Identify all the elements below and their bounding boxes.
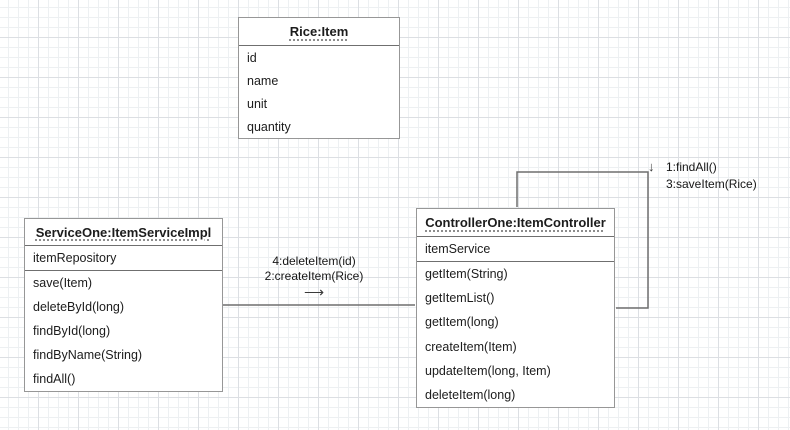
message-label-line1: 1:findAll()	[666, 160, 717, 174]
service-attributes-compartment: itemRepository	[25, 246, 222, 270]
controller-methods-compartment: getItem(String) getItemList() getItem(lo…	[417, 261, 614, 407]
method-row: updateItem(long, Item)	[425, 363, 551, 378]
attribute-row: itemRepository	[33, 251, 117, 265]
rice-attributes-compartment: id name unit quantity	[239, 46, 399, 138]
object-box-controller-one[interactable]: ControllerOne:ItemController itemService…	[416, 208, 615, 408]
message-label-service-to-controller[interactable]: 4:deleteItem(id) 2:createItem(Rice)	[252, 254, 376, 284]
method-row: findByName(String)	[33, 348, 143, 362]
method-row: save(Item)	[33, 276, 93, 290]
controller-attributes-compartment: itemService	[417, 237, 614, 261]
method-row: findById(long)	[33, 324, 111, 338]
method-row: getItemList()	[425, 291, 495, 306]
attribute-row: id	[247, 50, 257, 65]
method-row: deleteById(long)	[33, 300, 125, 314]
object-box-service-one[interactable]: ServiceOne:ItemServiceImpl itemRepositor…	[24, 218, 223, 392]
method-row: findAll()	[33, 372, 76, 386]
method-row: getItem(String)	[425, 267, 508, 282]
attribute-row: quantity	[247, 119, 291, 134]
message-label-line2: 3:saveItem(Rice)	[666, 177, 757, 191]
object-box-rice-item[interactable]: Rice:Item id name unit quantity	[238, 17, 400, 139]
object-title-rice-item: Rice:Item	[239, 18, 399, 46]
method-row: getItem(long)	[425, 315, 499, 330]
message-label-controller-self-loop[interactable]: 1:findAll() 3:saveItem(Rice)	[666, 159, 757, 193]
method-row: deleteItem(long)	[425, 387, 516, 402]
message-label-line2: 2:createItem(Rice)	[264, 269, 364, 283]
object-title-controller-one: ControllerOne:ItemController	[417, 209, 614, 237]
down-arrow-icon: ↓	[648, 159, 655, 174]
right-arrow-icon: ⟶	[303, 284, 325, 300]
attribute-row: itemService	[425, 242, 491, 256]
attribute-row: unit	[247, 96, 268, 111]
object-title-service-one: ServiceOne:ItemServiceImpl	[25, 219, 222, 246]
method-row: createItem(Item)	[425, 339, 517, 354]
attribute-row: name	[247, 73, 279, 88]
service-methods-compartment: save(Item) deleteById(long) findById(lon…	[25, 270, 222, 391]
message-label-line1: 4:deleteItem(id)	[272, 254, 356, 268]
